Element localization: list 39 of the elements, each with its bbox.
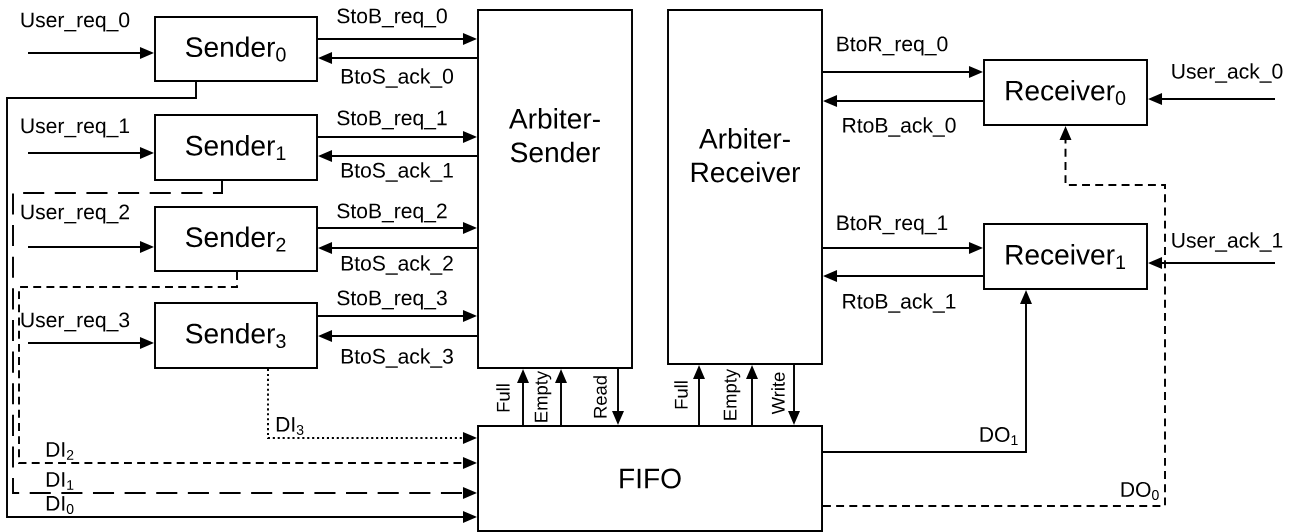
edge-label: BtoS_ack_1 bbox=[341, 162, 453, 182]
edge-label: Empty bbox=[534, 370, 552, 422]
edge-label: RtoB_ack_0 bbox=[843, 117, 956, 137]
edge-label: Read bbox=[593, 376, 607, 418]
edge-label: User_ack_0 bbox=[1172, 63, 1283, 83]
edge-label: User_req_1 bbox=[21, 118, 130, 138]
edge-label: BtoR_req_0 bbox=[837, 36, 948, 56]
edge-label: BtoS_ack_2 bbox=[341, 255, 453, 275]
module-box: Receiver$_{1}$ bbox=[983, 223, 1148, 290]
edge-label: DI$_{3}$ bbox=[276, 417, 304, 435]
edge-label: User_req_0 bbox=[21, 12, 130, 32]
edge-label: User_ack_1 bbox=[1172, 232, 1283, 252]
edge-label: StoB_req_2 bbox=[337, 203, 447, 223]
edge-label: BtoS_ack_3 bbox=[341, 348, 453, 368]
edge-label: DO$_{0}$ bbox=[1121, 482, 1159, 500]
module-box: Arbiter-Sender bbox=[477, 9, 633, 369]
module-box: Sender$_{2}$ bbox=[154, 206, 318, 272]
edge-label: User_req_3 bbox=[21, 312, 130, 332]
module-box: Sender$_{3}$ bbox=[154, 302, 318, 369]
module-box: Sender$_{1}$ bbox=[154, 114, 318, 181]
edge-label: DI$_{2}$ bbox=[46, 442, 74, 460]
edge-label: BtoR_req_1 bbox=[837, 215, 948, 235]
edge-label: StoB_req_1 bbox=[337, 110, 447, 130]
edge-label: User_req_2 bbox=[21, 204, 129, 224]
edge-label: DO$_{1}$ bbox=[980, 427, 1018, 445]
module-box: Receiver$_{0}$ bbox=[983, 59, 1148, 126]
edge-label: DI$_{0}$ bbox=[46, 496, 74, 514]
edge-label: Empty bbox=[723, 368, 741, 420]
edge-label: Full bbox=[496, 384, 510, 412]
edge-label: BtoS_ack_0 bbox=[341, 68, 454, 88]
edge-label: StoB_req_3 bbox=[337, 290, 447, 310]
module-box: FIFO bbox=[477, 425, 823, 532]
edge-label: Write bbox=[771, 372, 785, 415]
edge-label: StoB_req_0 bbox=[337, 8, 447, 28]
edge-label: RtoB_ack_1 bbox=[843, 293, 956, 313]
module-box: Sender$_{0}$ bbox=[154, 16, 318, 82]
module-box: Arbiter-Receiver bbox=[667, 9, 823, 365]
edge-label: Full bbox=[674, 381, 688, 409]
edge-label: DI$_{1}$ bbox=[46, 472, 74, 490]
